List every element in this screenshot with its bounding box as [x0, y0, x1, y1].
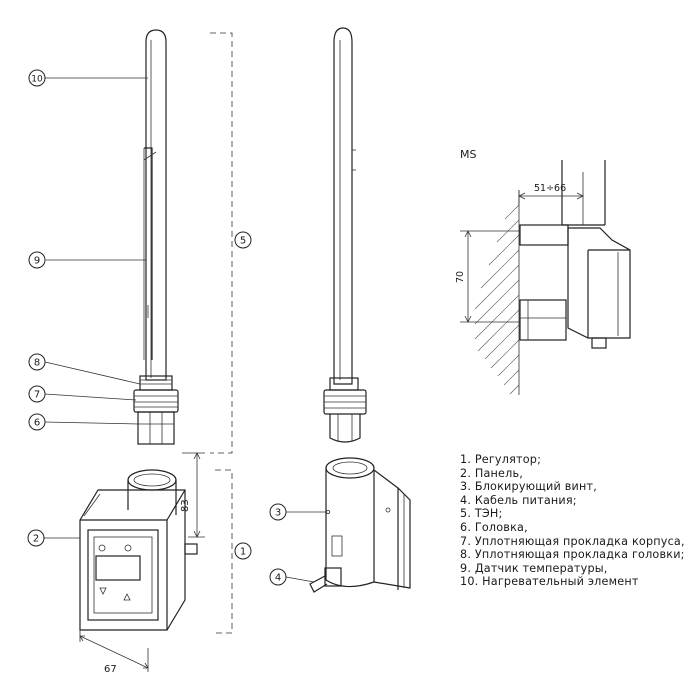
svg-text:5: 5 [240, 236, 246, 247]
svg-text:6: 6 [34, 418, 40, 429]
legend-item: 3. Блокирующий винт, [460, 480, 597, 494]
left-regulator [79, 469, 198, 631]
callout-leaders [44, 77, 326, 583]
callout-9: 9 [28, 251, 46, 269]
svg-text:2: 2 [33, 534, 39, 545]
callout-2: 2 [27, 529, 45, 547]
svg-text:8: 8 [34, 358, 40, 369]
callouts: 10 9 8 7 6 2 5 1 [27, 69, 287, 586]
legend-item: 1. Регулятор; [460, 453, 542, 466]
callout-8: 8 [28, 353, 46, 371]
dim-51-66: 51÷66 [534, 183, 566, 194]
ms-mount-detail [474, 160, 631, 395]
dim-67: 67 [104, 664, 117, 675]
legend-item: 8. Уплотняющая прокладка головки; [460, 548, 685, 562]
legend-item: 6. Головка, [460, 520, 528, 534]
center-assembly [309, 27, 411, 593]
svg-text:3: 3 [275, 508, 281, 519]
legend-item: 9. Датчик температуры, [460, 561, 608, 575]
svg-text:1: 1 [240, 547, 246, 558]
legend-item: 2. Панель, [460, 466, 523, 480]
legend-item: 10. Нагревательный элемент [460, 575, 639, 589]
callout-6: 6 [28, 413, 46, 431]
callout-10: 10 [28, 69, 46, 87]
legend-item: 7. Уплотняющая прокладка корпуса, [460, 534, 685, 548]
dimension-lines [79, 32, 584, 672]
dim-83: 83 [180, 499, 191, 512]
legend-item: 5. ТЭН; [460, 507, 503, 521]
dimension-labels: 83 67 51÷66 70 MS [104, 148, 566, 675]
callout-3: 3 [269, 503, 287, 521]
svg-text:10: 10 [31, 75, 43, 85]
callout-1: 1 [234, 542, 252, 560]
callout-5: 5 [234, 231, 252, 249]
callout-7: 7 [28, 385, 46, 403]
svg-text:9: 9 [34, 256, 40, 267]
ms-label: MS [460, 148, 476, 161]
left-heating-element [133, 29, 179, 445]
legend-item: 4. Кабель питания; [460, 493, 577, 507]
dim-70: 70 [455, 271, 466, 283]
parts-legend: 1. Регулятор; 2. Панель, 3. Блокирующий … [460, 453, 695, 589]
svg-text:7: 7 [34, 390, 40, 401]
svg-text:4: 4 [275, 573, 281, 584]
callout-4: 4 [269, 568, 287, 586]
